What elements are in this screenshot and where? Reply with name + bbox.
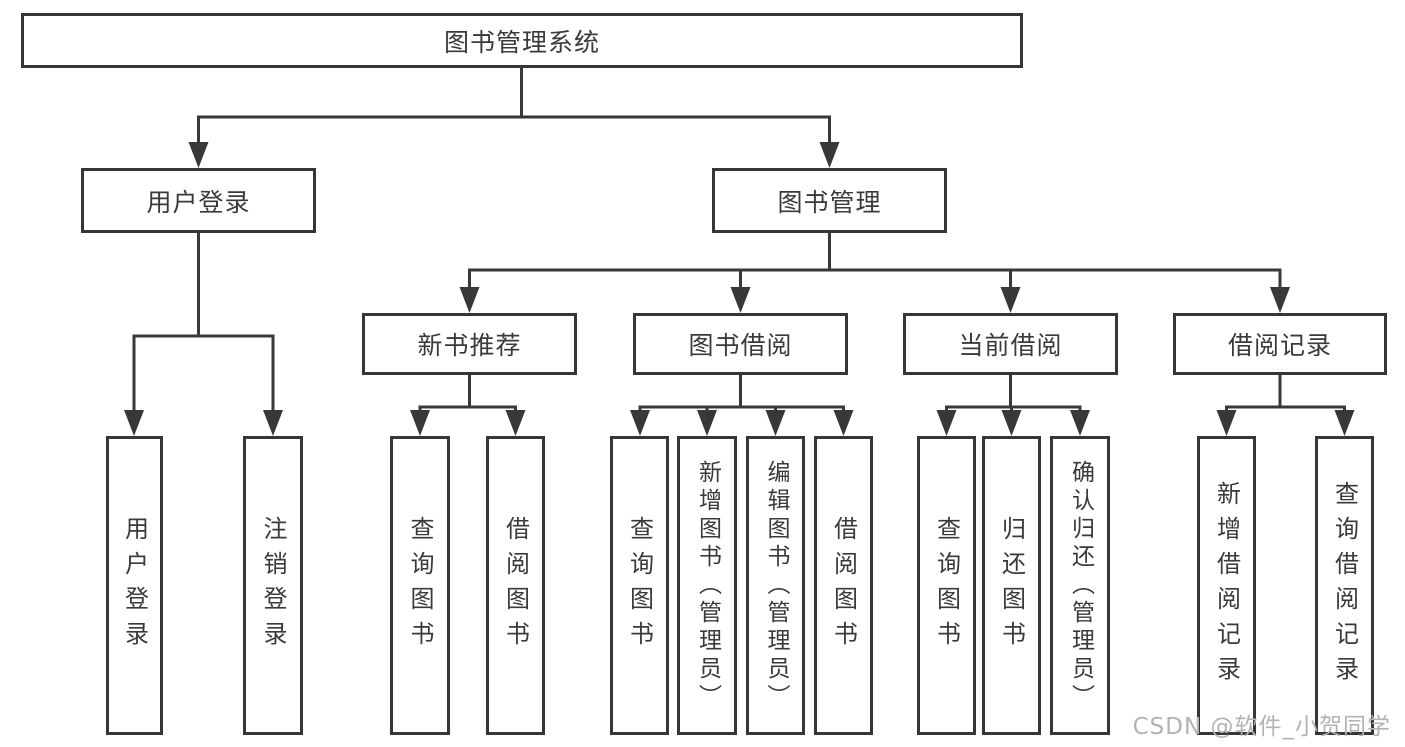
node-book-borrowing: 图书借阅 (633, 313, 848, 375)
leaf-borrow-books-2: 借阅图书 (814, 436, 873, 735)
leaf-query-books-3: 查询图书 (917, 436, 976, 735)
leaf-query-books-1: 查询图书 (390, 436, 450, 735)
leaf-borrow-books-1: 借阅图书 (486, 436, 545, 735)
leaf-query-books-2: 查询图书 (610, 436, 669, 735)
leaf-edit-books-admin: 编辑图书（管理员） (746, 436, 805, 735)
leaf-query-borrow-record: 查询借阅记录 (1315, 436, 1374, 735)
leaf-borrow-books-1-label: 借阅图书 (501, 515, 530, 656)
leaf-user-login-label: 用户登录 (120, 515, 149, 656)
leaf-confirm-return-admin-label: 确认归还（管理员） (1067, 459, 1094, 712)
leaf-logout: 注销登录 (243, 436, 303, 735)
node-current-borrowing: 当前借阅 (903, 313, 1118, 375)
leaf-query-books-1-label: 查询图书 (406, 515, 434, 656)
leaf-edit-books-admin-label: 编辑图书（管理员） (763, 459, 789, 712)
leaf-logout-label: 注销登录 (259, 515, 287, 656)
node-book-management: 图书管理 (712, 168, 947, 233)
node-new-book-recommend: 新书推荐 (362, 313, 577, 375)
leaf-add-borrow-record: 新增借阅记录 (1197, 436, 1256, 735)
leaf-query-books-2-label: 查询图书 (625, 515, 654, 656)
csdn-watermark: CSDN @软件_小贺同学 (1132, 714, 1391, 740)
leaf-user-login: 用户登录 (106, 436, 163, 735)
leaf-query-books-3-label: 查询图书 (932, 515, 961, 656)
leaf-borrow-books-2-label: 借阅图书 (829, 515, 858, 656)
leaf-add-books-admin: 新增图书（管理员） (677, 436, 737, 735)
node-borrowing-records: 借阅记录 (1173, 313, 1387, 375)
leaf-confirm-return-admin: 确认归还（管理员） (1050, 436, 1110, 735)
node-user-login: 用户登录 (81, 168, 316, 233)
node-library-management-system: 图书管理系统 (21, 13, 1023, 68)
leaf-add-borrow-record-label: 新增借阅记录 (1212, 480, 1241, 691)
leaf-return-books: 归还图书 (982, 436, 1041, 735)
leaf-query-borrow-record-label: 查询借阅记录 (1330, 480, 1359, 691)
leaf-add-books-admin-label: 新增图书（管理员） (694, 459, 721, 712)
leaf-return-books-label: 归还图书 (997, 515, 1026, 656)
